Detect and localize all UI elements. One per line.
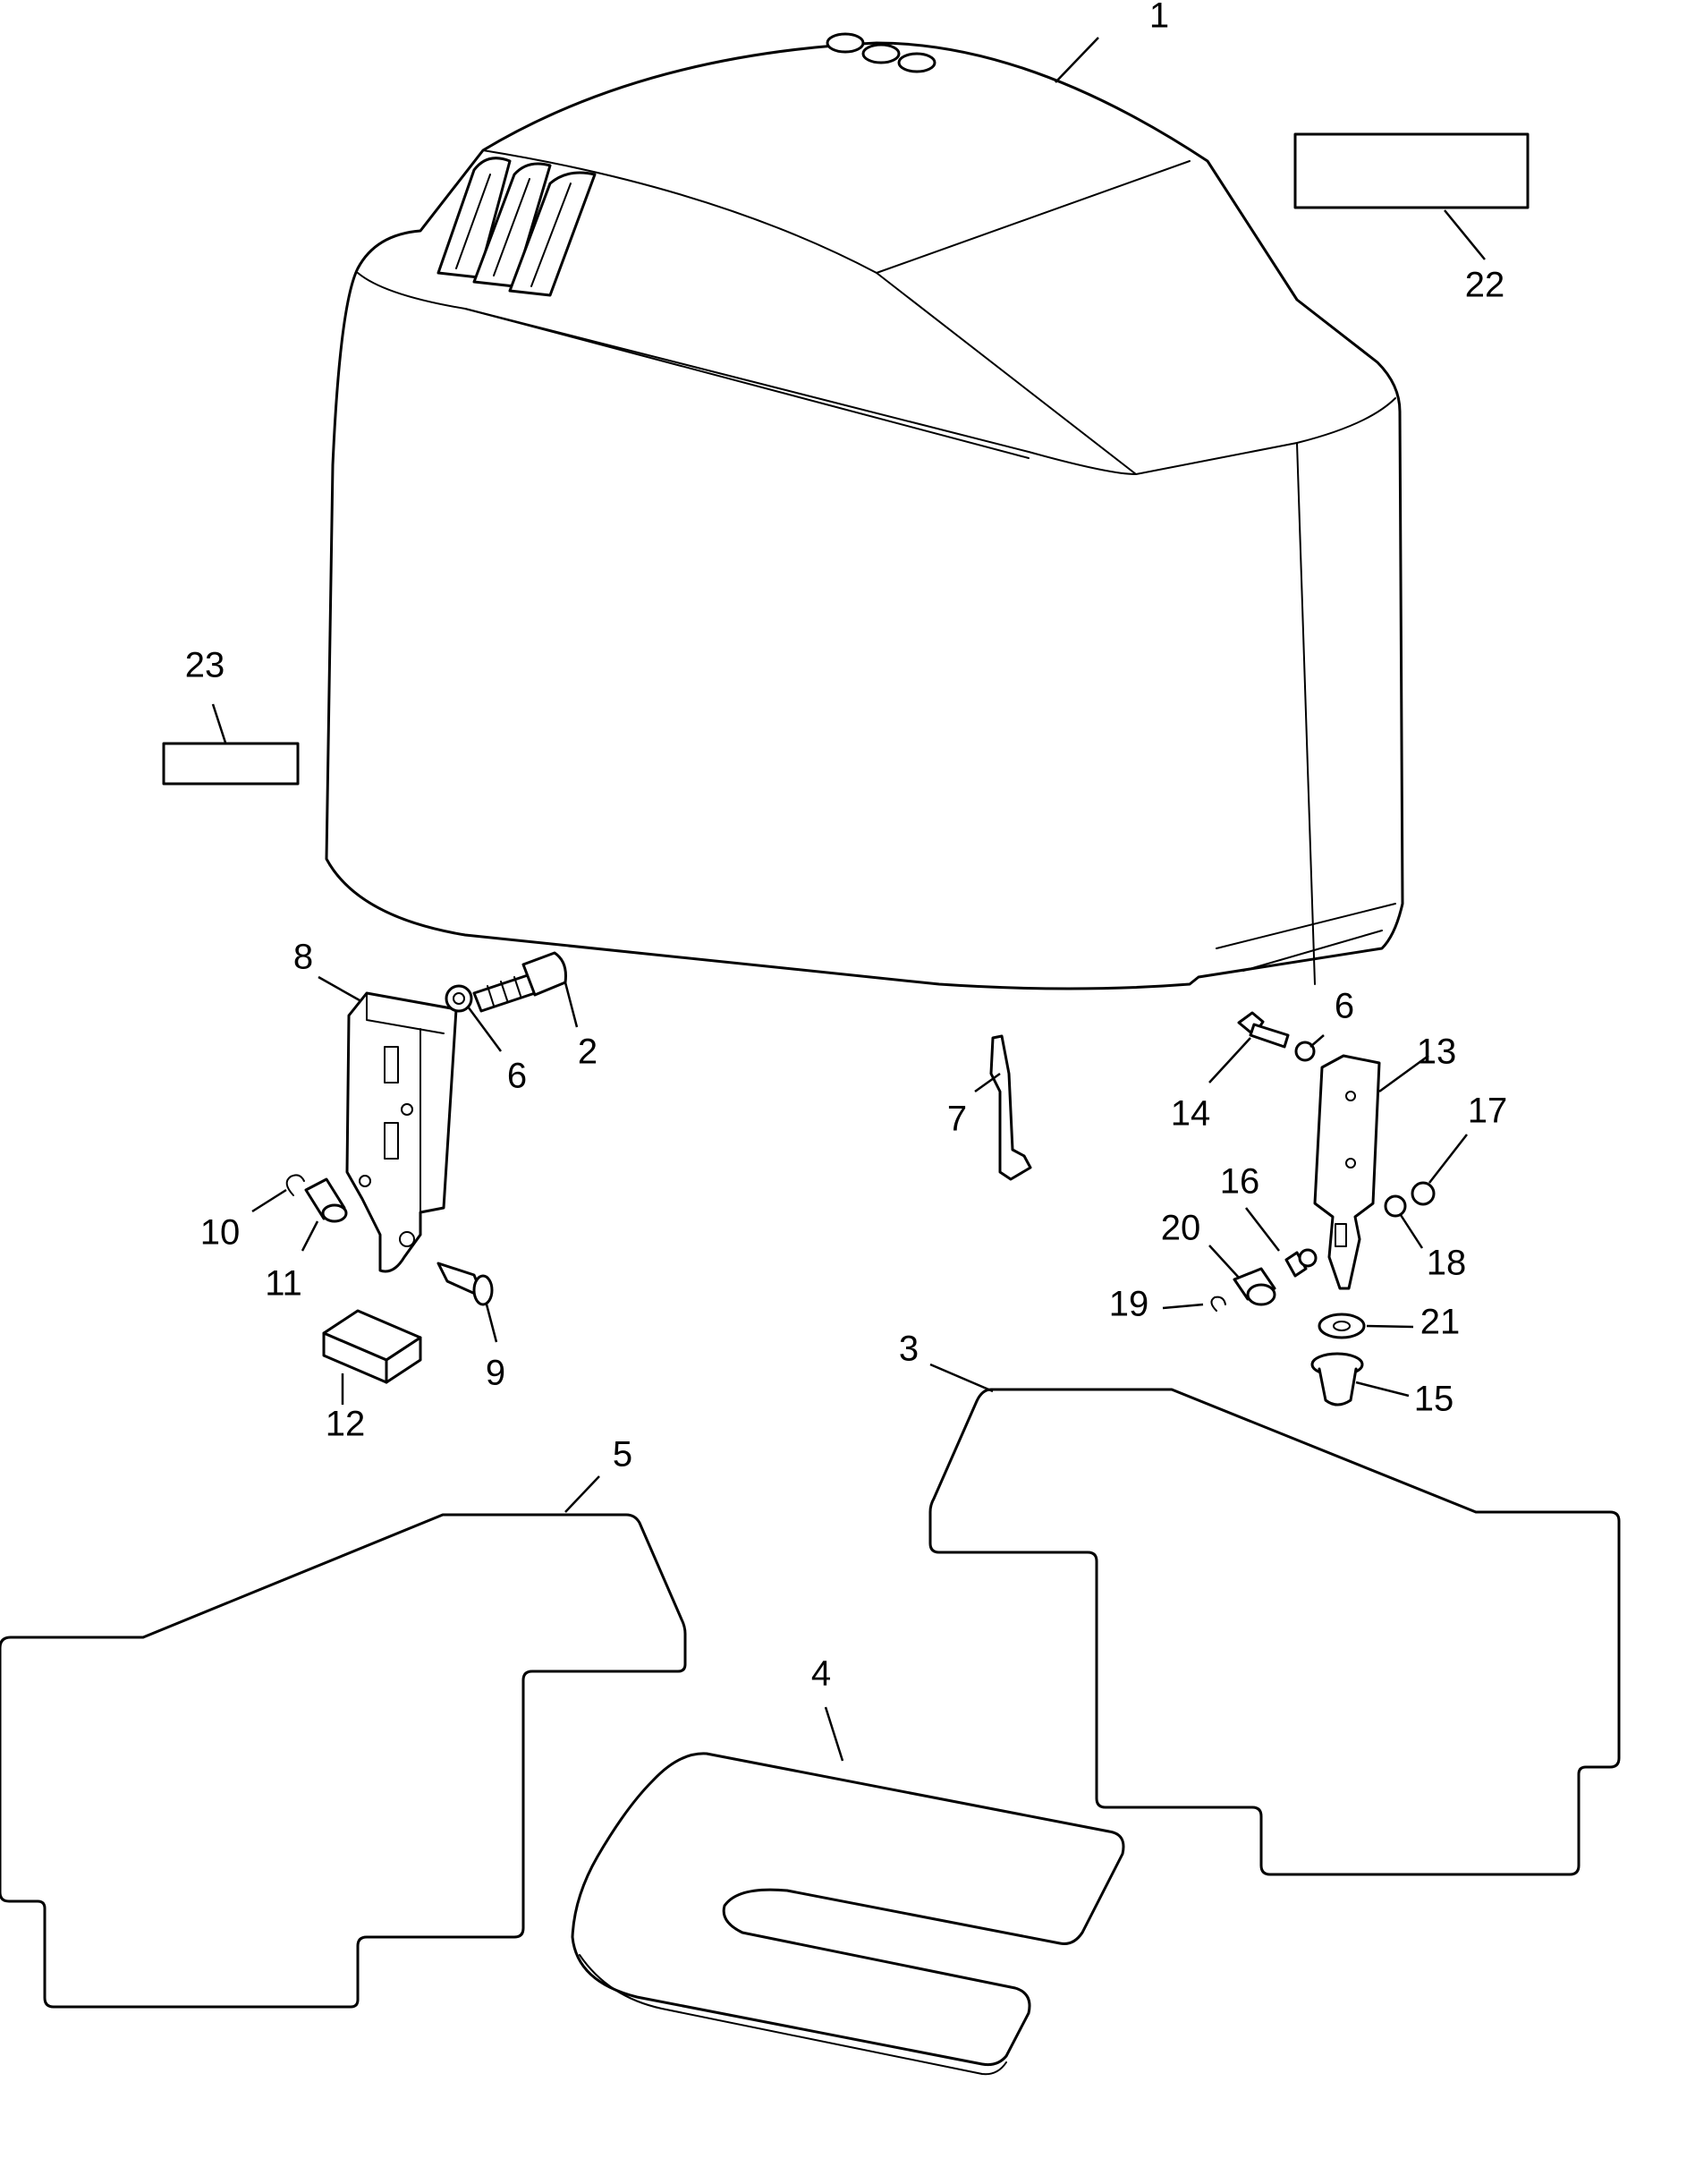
callout-16: 16	[1220, 1162, 1260, 1202]
leader-11	[301, 1220, 319, 1252]
leader-14	[1208, 1037, 1251, 1084]
leader-7	[974, 1072, 1001, 1093]
callout-17: 17	[1468, 1092, 1508, 1131]
leader-6b	[1309, 1034, 1325, 1048]
bracket-13	[1313, 1054, 1381, 1290]
gasket-5	[0, 1513, 687, 2009]
gasket-3	[928, 1388, 1621, 1876]
decal-22	[1293, 132, 1530, 209]
leader-22	[1444, 209, 1486, 260]
leader-6a	[466, 1006, 503, 1052]
callout-8: 8	[293, 938, 313, 977]
callout-21: 21	[1420, 1303, 1461, 1342]
callout-10: 10	[200, 1213, 241, 1253]
screw-2	[472, 951, 567, 1013]
leader-23	[211, 703, 227, 744]
leader-10	[251, 1188, 287, 1213]
callout-4: 4	[811, 1654, 831, 1694]
leader-4	[824, 1706, 844, 1762]
callout-6-left: 6	[507, 1057, 527, 1096]
leader-19	[1162, 1303, 1204, 1310]
pin-9	[436, 1262, 494, 1306]
callout-19: 19	[1109, 1285, 1149, 1324]
callout-23: 23	[185, 646, 225, 685]
gasket-4	[571, 1752, 1125, 2076]
screw-14	[1237, 1011, 1290, 1049]
cowl	[325, 32, 1404, 990]
callout-12: 12	[326, 1405, 366, 1444]
callout-6-right: 6	[1335, 987, 1354, 1026]
leader-21	[1366, 1324, 1414, 1329]
grommet-15	[1310, 1352, 1364, 1406]
hook-7	[989, 1034, 1032, 1181]
callout-20: 20	[1161, 1209, 1201, 1248]
decal-23	[162, 742, 300, 786]
clip-10	[285, 1174, 305, 1196]
callout-11: 11	[265, 1264, 302, 1304]
bushing-20	[1233, 1267, 1276, 1306]
leader-17	[1428, 1134, 1468, 1184]
latch-bracket	[345, 991, 458, 1273]
callout-2: 2	[578, 1033, 597, 1072]
callout-7: 7	[947, 1100, 967, 1139]
leader-2	[564, 982, 579, 1028]
leader-3	[929, 1363, 994, 1393]
leader-18	[1399, 1214, 1424, 1249]
leader-20	[1208, 1245, 1240, 1279]
washer-21	[1318, 1313, 1366, 1339]
leader-15	[1355, 1381, 1410, 1398]
washer-6-right	[1294, 1041, 1316, 1062]
leader-9	[485, 1304, 498, 1343]
callout-13: 13	[1417, 1033, 1457, 1072]
leader-16	[1245, 1207, 1280, 1252]
leader-13	[1378, 1054, 1429, 1093]
callout-22: 22	[1465, 266, 1505, 305]
clip-19	[1210, 1296, 1226, 1312]
stud-16	[1284, 1248, 1318, 1278]
washer-18	[1384, 1194, 1407, 1218]
callout-1: 1	[1149, 0, 1169, 36]
leader-5	[564, 1475, 600, 1513]
pad-12	[322, 1309, 422, 1384]
leader-1	[1055, 37, 1099, 83]
callout-18: 18	[1427, 1244, 1467, 1283]
callout-5: 5	[613, 1435, 632, 1474]
callout-3: 3	[899, 1330, 919, 1369]
bushing-11	[304, 1177, 348, 1223]
callout-14: 14	[1171, 1094, 1211, 1134]
leader-8	[318, 975, 360, 1002]
callout-15: 15	[1414, 1380, 1454, 1419]
washer-6-left	[445, 984, 473, 1013]
nut-17	[1411, 1181, 1436, 1206]
callout-9: 9	[486, 1354, 505, 1393]
